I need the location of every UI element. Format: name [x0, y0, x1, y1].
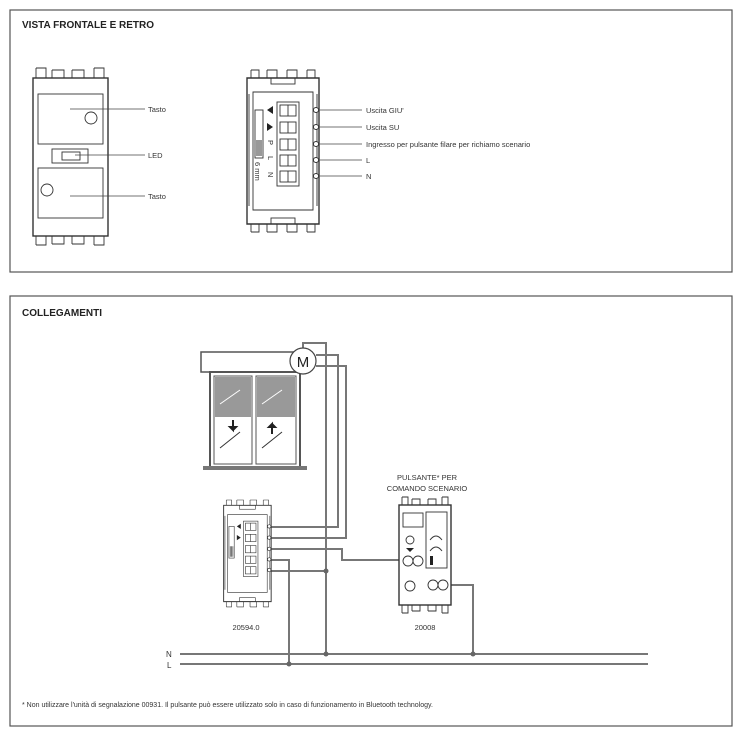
mark-l: L	[266, 156, 275, 160]
scenario-button-module	[398, 496, 452, 614]
front-module-drawing	[32, 67, 109, 246]
label-scenario-input: Ingresso per pulsante filare per richiam…	[366, 140, 530, 149]
label-output-down: Uscita GIU'	[366, 106, 404, 115]
line-n-label: N	[166, 650, 172, 659]
line-l-label: L	[167, 661, 172, 670]
actuator-module	[223, 499, 272, 608]
label-terminal-l: L	[366, 156, 370, 165]
strip-length: 6 mm	[253, 162, 262, 181]
actuator-code: 20594.0	[232, 623, 259, 632]
junction-dots	[286, 568, 476, 667]
wiring-panel	[9, 295, 733, 727]
label-led: LED	[148, 151, 163, 160]
roller-shutter-window	[200, 351, 307, 470]
label-key-bottom: Tasto	[148, 192, 166, 201]
mark-p: P	[266, 140, 275, 145]
motor-label: M	[297, 354, 310, 371]
section-title-wiring: COLLEGAMENTI	[22, 308, 102, 319]
label-output-up: Uscita SU	[366, 123, 399, 132]
button-caption-line2: COMANDO SCENARIO	[387, 484, 468, 493]
label-key-top: Tasto	[148, 105, 166, 114]
button-code: 20008	[415, 623, 436, 632]
mark-n: N	[266, 172, 275, 177]
wires	[180, 342, 648, 665]
section-title-front-back: VISTA FRONTALE E RETRO	[22, 20, 154, 31]
button-caption-line1: PULSANTE* PER	[397, 473, 458, 482]
back-module-drawing: P L N 6 mm	[246, 69, 320, 233]
footnote: * Non utilizzare l'unità di segnalazione…	[22, 702, 433, 709]
motor-icon	[289, 347, 317, 375]
front-back-panel	[9, 9, 733, 273]
label-terminal-n: N	[366, 172, 371, 181]
